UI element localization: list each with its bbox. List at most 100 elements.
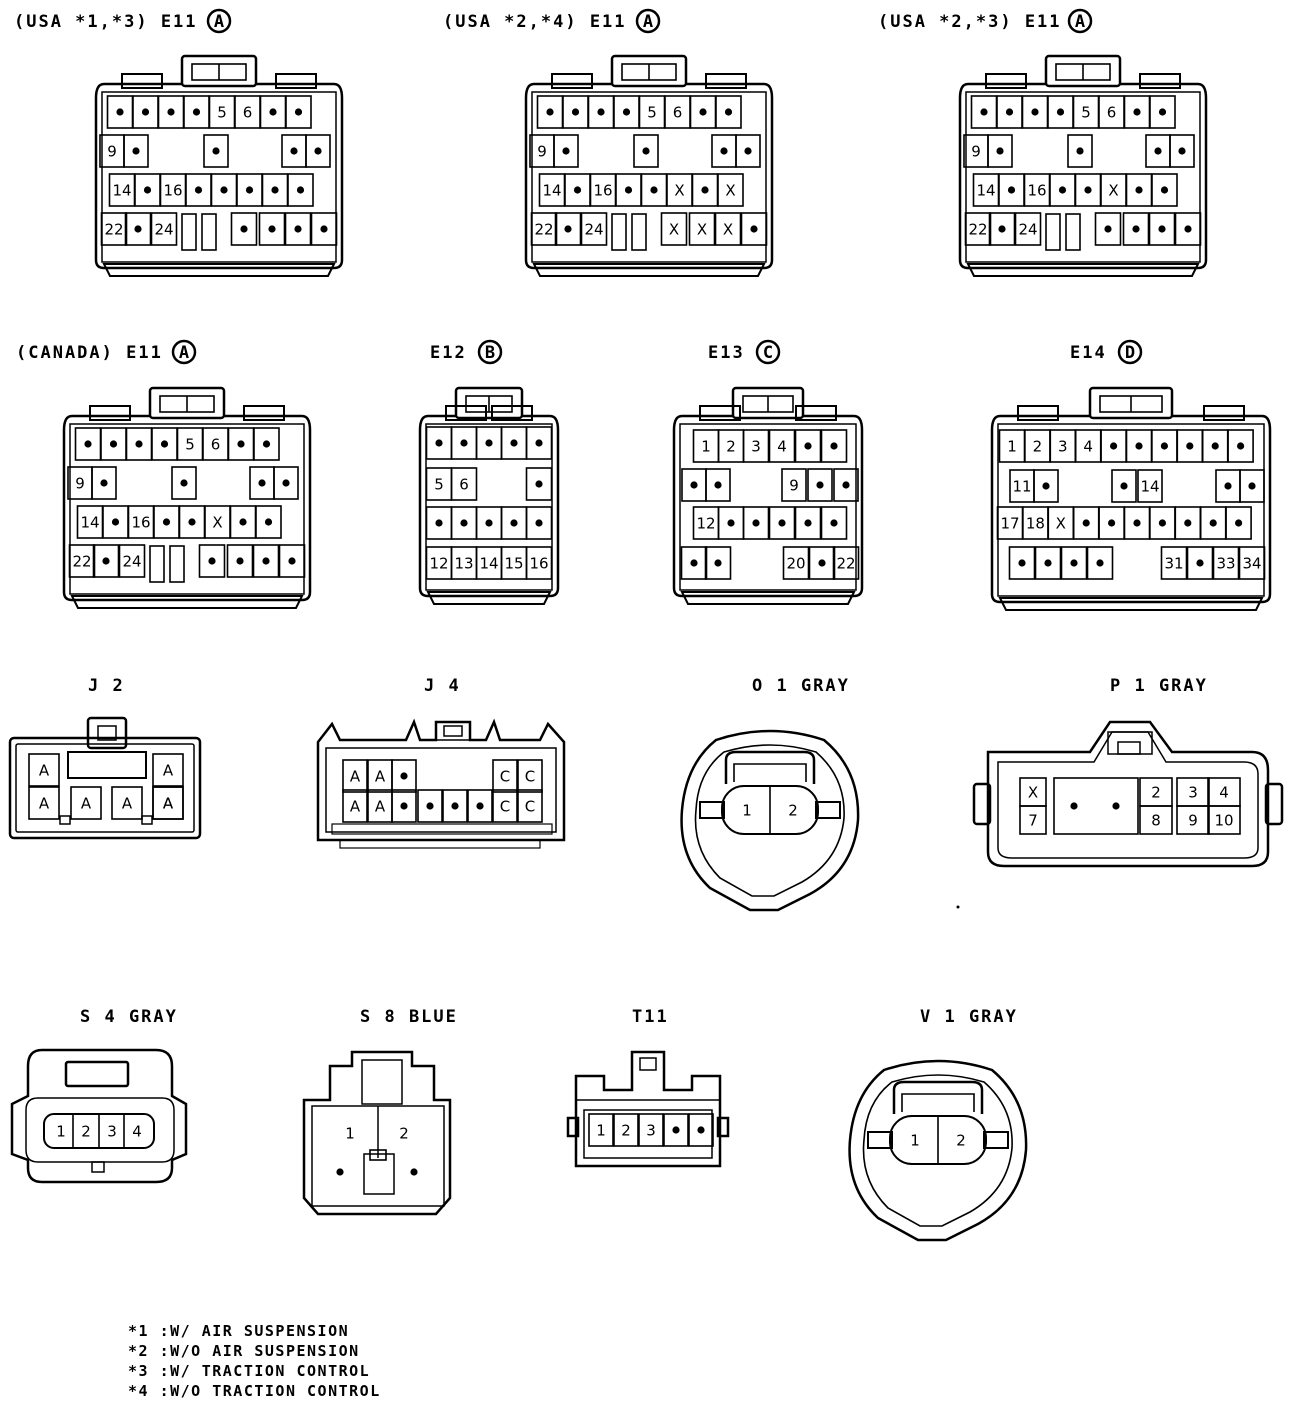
pin-cell bbox=[517, 789, 543, 823]
e11-usa13-label: (USA *1,*3) E11 bbox=[14, 12, 198, 32]
pin-cell bbox=[1151, 173, 1178, 207]
s8-connector bbox=[302, 1050, 452, 1216]
pin-dot bbox=[258, 479, 266, 487]
pin-label: A bbox=[163, 795, 174, 813]
keyway bbox=[181, 213, 197, 251]
side-tab bbox=[89, 405, 131, 421]
e14-label: E14 bbox=[1070, 343, 1107, 363]
pin-dot bbox=[84, 440, 92, 448]
pin-cell bbox=[1086, 546, 1114, 580]
pin-dot bbox=[485, 519, 493, 527]
pin-cell bbox=[492, 789, 518, 823]
round-housing bbox=[848, 1059, 1028, 1242]
side-tab bbox=[699, 405, 741, 421]
pin-dot bbox=[1237, 442, 1245, 450]
pin-dot bbox=[597, 108, 605, 116]
side-tab bbox=[121, 73, 163, 89]
pin-cell bbox=[742, 429, 770, 463]
pin-dot bbox=[1224, 482, 1232, 490]
pin-cell bbox=[633, 134, 659, 168]
pin-cell bbox=[660, 212, 688, 246]
pin-cell bbox=[808, 546, 836, 580]
pin-dot bbox=[262, 440, 271, 448]
pin-label: 24 bbox=[154, 221, 173, 239]
pin-label: 22 bbox=[104, 221, 123, 239]
pin-dot bbox=[269, 108, 277, 116]
side-tab bbox=[445, 405, 487, 421]
pin-label: 33 bbox=[1216, 555, 1235, 573]
pin-label: 16 bbox=[593, 182, 612, 200]
connector-housing bbox=[62, 414, 312, 602]
pin-dot bbox=[714, 481, 722, 489]
connector-housing bbox=[524, 82, 774, 270]
pin-dot bbox=[816, 481, 824, 489]
pin-dot bbox=[535, 519, 543, 527]
pin-label: 22 bbox=[72, 553, 91, 571]
pin-cell bbox=[1008, 546, 1036, 580]
pin-cell bbox=[258, 212, 286, 246]
side-tab bbox=[705, 73, 747, 89]
pin-cell bbox=[1033, 469, 1059, 503]
pin-cell bbox=[1111, 469, 1137, 503]
pin-cell bbox=[278, 544, 306, 578]
pin-face bbox=[679, 423, 857, 591]
pin-label: 3 bbox=[1188, 784, 1198, 802]
pin-label: A bbox=[375, 798, 386, 816]
footnote-3: *3 :W/ TRACTION CONTROL bbox=[128, 1362, 370, 1380]
pin-block bbox=[1053, 777, 1139, 835]
pin-dot bbox=[1178, 147, 1186, 155]
pin-face bbox=[531, 91, 767, 263]
pin-cell bbox=[768, 506, 796, 540]
pin-dot bbox=[288, 557, 296, 565]
pin-cell bbox=[1067, 134, 1093, 168]
pin-cell bbox=[111, 786, 143, 820]
pin-dot bbox=[804, 519, 812, 527]
connector-base bbox=[966, 263, 1200, 277]
pin-label: 3 bbox=[751, 438, 761, 456]
pin-label: 9 bbox=[971, 143, 981, 161]
pin-dot bbox=[264, 518, 273, 526]
e11-usa24-badge: A bbox=[643, 12, 653, 32]
pin-label: A bbox=[122, 795, 133, 813]
pin-dot bbox=[400, 772, 408, 780]
pin-label: 12 bbox=[696, 515, 715, 533]
pin-cell bbox=[391, 759, 417, 793]
pin-dot bbox=[650, 186, 658, 194]
pin-cell bbox=[467, 789, 493, 823]
pin-dot bbox=[998, 225, 1006, 233]
round-latch-inner bbox=[901, 1093, 975, 1112]
pin-cell bbox=[794, 429, 822, 463]
side-tab bbox=[491, 405, 533, 421]
side-tab bbox=[275, 73, 317, 89]
pin-dot bbox=[476, 802, 484, 810]
e13-label: E13 bbox=[708, 343, 745, 363]
pin-cell bbox=[1139, 805, 1173, 835]
pin-cell bbox=[70, 786, 102, 820]
pin-dot bbox=[1160, 186, 1169, 194]
pin-label: 14 bbox=[542, 182, 561, 200]
pin-label: A bbox=[39, 762, 50, 780]
keyway bbox=[201, 213, 217, 251]
j2-connector bbox=[8, 716, 202, 840]
pin-label: 12 bbox=[429, 555, 448, 573]
pin-dot bbox=[262, 557, 270, 565]
pin-cell bbox=[554, 212, 582, 246]
round-latch-inner bbox=[733, 763, 807, 782]
pin-label: X bbox=[212, 514, 222, 532]
p1-label: P 1 GRAY bbox=[1110, 676, 1208, 696]
pin-label: 22 bbox=[968, 221, 987, 239]
pin-cell bbox=[1160, 546, 1188, 580]
pin-label: 4 bbox=[1219, 784, 1229, 802]
pin-cell bbox=[1169, 134, 1195, 168]
pin-dot bbox=[624, 186, 633, 194]
pin-label: X bbox=[1108, 182, 1118, 200]
pin-cell bbox=[284, 212, 312, 246]
pin-dot bbox=[236, 557, 244, 565]
pin-dot bbox=[100, 479, 108, 487]
pin-label: 14 bbox=[112, 182, 131, 200]
pin-dot bbox=[410, 1168, 418, 1176]
pin-label: 3 bbox=[107, 1123, 117, 1141]
pin-cell bbox=[987, 134, 1013, 168]
